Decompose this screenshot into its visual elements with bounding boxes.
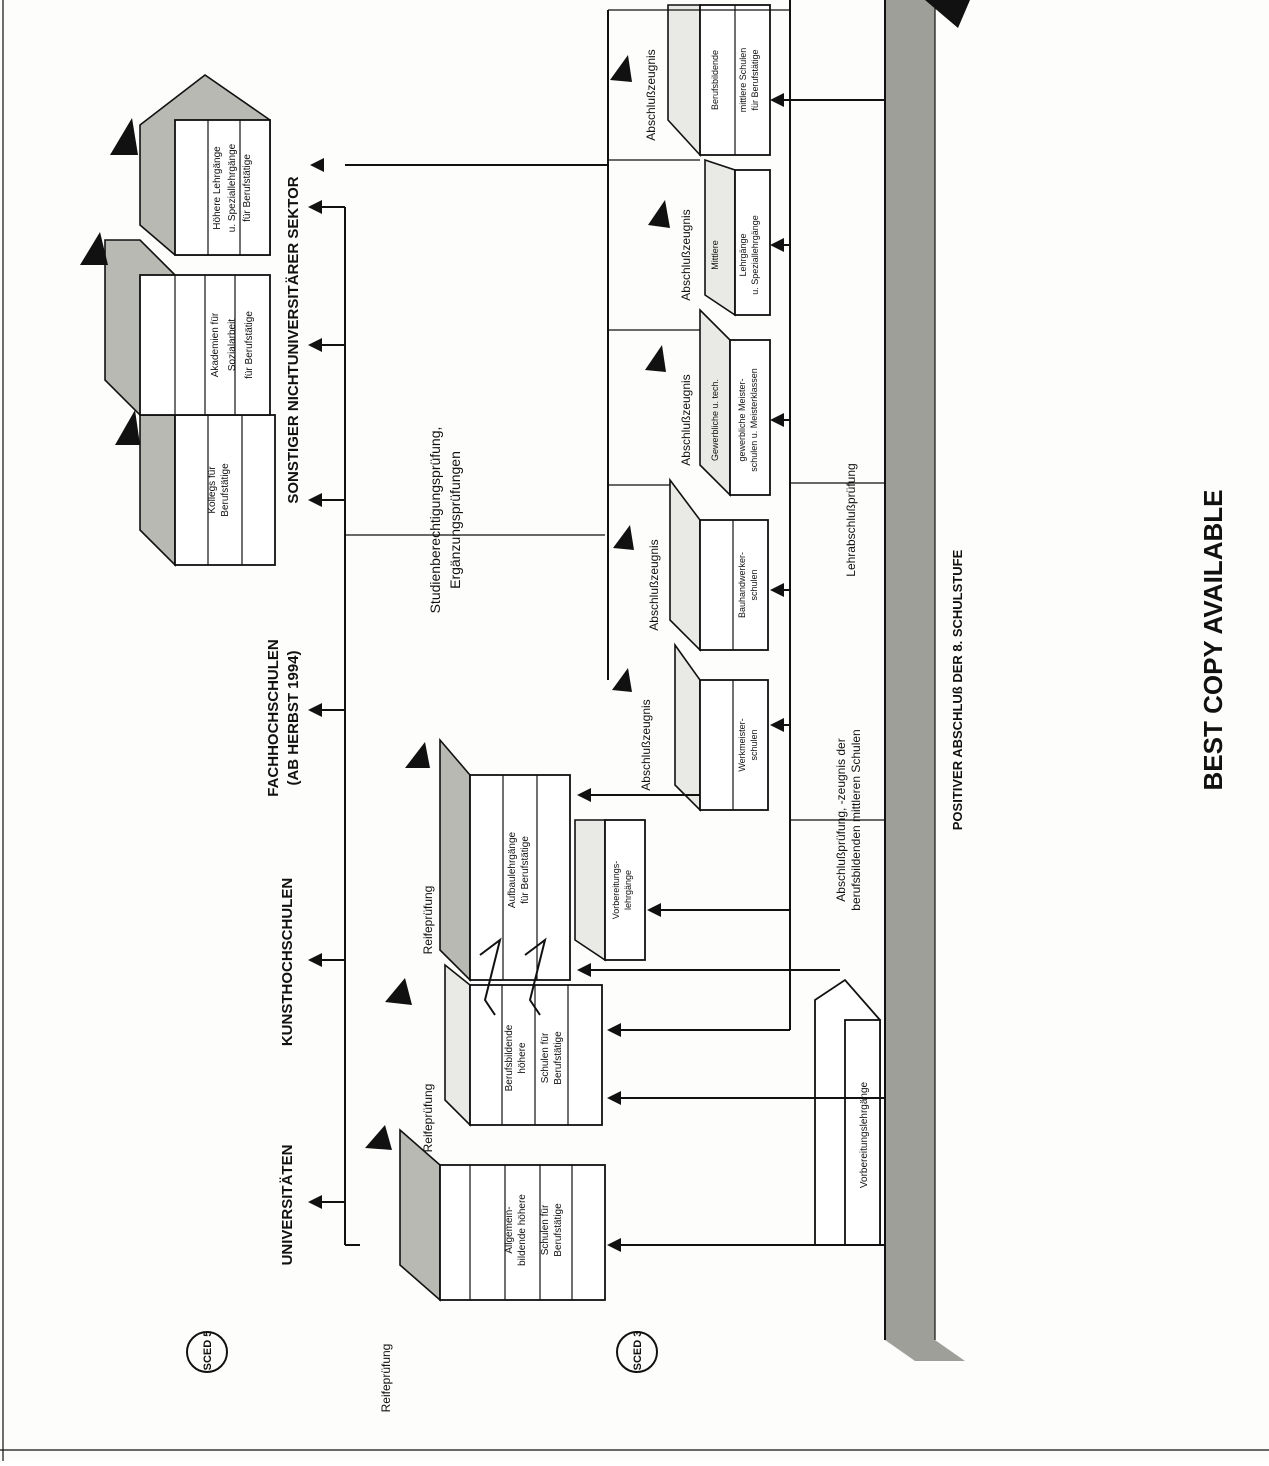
svg-text:schulen u. Meisterklassen: schulen u. Meisterklassen [749, 368, 759, 472]
svg-text:Berufstätige: Berufstätige [553, 1203, 564, 1257]
label-studienberechtigung: Studienberechtigungsprüfung, [427, 427, 443, 614]
svg-text:Abschlußzeugnis: Abschlußzeugnis [644, 49, 658, 140]
svg-text:für Berufstätige: für Berufstätige [244, 311, 255, 379]
block-hoehere-lehrgaenge: Höhere Lehrgänge u. Speziallehrgänge für… [110, 75, 270, 255]
block-vorbereitungslehrgaenge: Vorbereitungslehrgänge [815, 980, 880, 1245]
svg-text:Abschlußzeugnis: Abschlußzeugnis [647, 539, 661, 630]
block-werkmeisterschulen: Werkmeister- schulen Abschlußzeugnis [612, 645, 768, 810]
svg-text:gewerbliche Meister-: gewerbliche Meister- [737, 378, 747, 461]
svg-text:ISCED 3: ISCED 3 [632, 1331, 644, 1374]
block-vorbereitungs-lehrgaenge-small: Vorbereitungs- lehrgänge [575, 820, 645, 960]
label-fachhochschulen-date: (AB HERBST 1994) [285, 650, 302, 785]
svg-text:Werkmeister-: Werkmeister- [737, 718, 747, 771]
svg-text:bildende höhere: bildende höhere [517, 1194, 528, 1266]
label-lehrabschlusspruefung: Lehrabschlußprüfung [844, 463, 858, 576]
svg-text:Kollegs für: Kollegs für [207, 466, 218, 514]
svg-text:ISCED 5: ISCED 5 [202, 1331, 214, 1374]
block-lehrgaenge: Mittlere Lehrgänge u. Speziallehrgänge A… [648, 160, 770, 315]
block-bauhandwerkerschulen: Bauhandwerker- schulen Abschlußzeugnis [613, 480, 768, 650]
label-reife-bhs: Reifeprüfung [421, 1084, 435, 1153]
svg-text:Berufsbildende: Berufsbildende [504, 1024, 515, 1091]
isced-3-badge: ISCED 3 [617, 1331, 657, 1374]
svg-text:für Berufstätige: für Berufstätige [520, 836, 531, 904]
label-universitaeten: UNIVERSITÄTEN [279, 1145, 296, 1266]
svg-text:Lehrgänge: Lehrgänge [738, 233, 748, 276]
label-kunsthochschulen: KUNSTHOCHSCHULEN [279, 878, 296, 1046]
svg-text:schulen: schulen [749, 729, 759, 760]
block-bhs-berufstaetige: Berufsbildende höhere Schulen für Berufs… [385, 965, 602, 1125]
svg-text:Berufstätige: Berufstätige [220, 463, 231, 517]
svg-text:Berufstätige: Berufstätige [553, 1031, 564, 1085]
label-ergaenzungspruefungen: Ergänzungsprüfungen [447, 451, 463, 589]
block-akademien: Akademien für Sozialarbeit für Berufstät… [80, 232, 270, 415]
svg-text:lehrgänge: lehrgänge [623, 870, 633, 910]
svg-text:Bauhandwerker-: Bauhandwerker- [737, 552, 747, 618]
svg-text:schulen: schulen [749, 569, 759, 600]
svg-text:Abschlußzeugnis: Abschlußzeugnis [679, 209, 693, 300]
svg-text:höhere: höhere [517, 1042, 528, 1074]
svg-text:für Berufstätige: für Berufstätige [750, 49, 760, 110]
block-kollegs: Kollegs für Berufstätige [115, 410, 275, 565]
svg-text:Vorbereitungs-: Vorbereitungs- [611, 861, 621, 920]
svg-text:u. Speziallehrgänge: u. Speziallehrgänge [750, 215, 760, 295]
label-positiver-abschluss: POSITIVER ABSCHLUß DER 8. SCHULSTUFE [950, 549, 965, 830]
svg-text:für Berufstätige: für Berufstätige [242, 154, 253, 222]
svg-text:Mittlere: Mittlere [710, 240, 720, 270]
block-meisterschulen: Gewerbliche u. tech. gewerbliche Meister… [645, 310, 770, 495]
svg-text:Schulen für: Schulen für [540, 1032, 551, 1083]
svg-text:Allgemein-: Allgemein- [504, 1206, 515, 1253]
block-bms-berufstaetige: Berufsbildende mittlere Schulen für Beru… [610, 5, 770, 155]
svg-text:Höhere Lehrgänge: Höhere Lehrgänge [212, 146, 223, 230]
label-fachhochschulen: FACHHOCHSCHULEN [265, 639, 282, 797]
svg-text:Akademien für: Akademien für [210, 312, 221, 377]
block-ahs-berufstaetige: Allgemein- bildende höhere Schulen für B… [365, 1125, 605, 1300]
svg-text:u. Speziallehrgänge: u. Speziallehrgänge [227, 143, 238, 232]
isced-5-badge: ISCED 5 [187, 1331, 227, 1374]
label-nichtuniversitaerer-sektor: SONSTIGER NICHTUNIVERSITÄRER SEKTOR [285, 176, 302, 503]
svg-text:mittlere Schulen: mittlere Schulen [738, 48, 748, 113]
svg-text:Sozialarbeit: Sozialarbeit [227, 319, 238, 371]
label-reife-ahs: Reifeprüfung [379, 1344, 393, 1413]
svg-text:Gewerbliche u. tech.: Gewerbliche u. tech. [710, 379, 720, 461]
svg-text:Berufsbildende: Berufsbildende [710, 50, 720, 110]
svg-text:Aufbaulehrgänge: Aufbaulehrgänge [507, 831, 518, 908]
svg-text:Abschlußzeugnis: Abschlußzeugnis [639, 699, 653, 790]
label-reife-aufbau: Reifeprüfung [421, 886, 435, 955]
svg-text:Schulen für: Schulen für [540, 1204, 551, 1255]
svg-text:Abschlußzeugnis: Abschlußzeugnis [679, 374, 693, 465]
best-copy-notice: BEST COPY AVAILABLE [1198, 490, 1228, 791]
